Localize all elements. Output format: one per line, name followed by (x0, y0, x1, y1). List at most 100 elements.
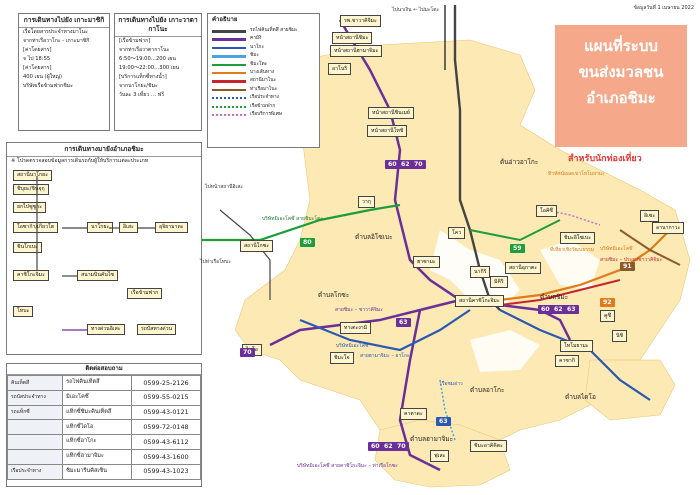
map-stop: หน้าสถานีฮามาจิมะ (330, 45, 383, 57)
map-stop: คาซากิ (555, 355, 579, 367)
legend-item: เรือบริการพิเศษ (212, 111, 315, 119)
map-stop: สถานีอุกาตะ (505, 262, 542, 274)
map-stop: ฮาซามะ (413, 256, 440, 268)
contact-panel: ติดต่อสอบถาม คินเท็ตสึรถไฟคินเท็ตสึ0599-… (6, 363, 202, 487)
legend-panel: คำอธิบาย รถไฟคินเท็ตสึ สายชิมะ คามิงิ นา… (207, 13, 320, 148)
map-stop: หน้าสถานีโทชิ (367, 125, 408, 137)
panel-row: บริษัทเรือข้ามฟากชิมะ (23, 82, 73, 89)
panel-row: จากท่าเรือวาโกะ - เกาะมาชิกิ (23, 37, 90, 44)
route-badge: 63 (436, 417, 451, 426)
map-subtitle: สำหรับนักท่องเที่ยว (568, 154, 642, 164)
map-stop: ชิมะโจ (330, 352, 354, 364)
info-panel-machiki: การเดินทางไปยัง เกาะมาชิกิ เรือโดยสารประ… (18, 13, 110, 131)
area-label: ตำบลโกซะ (318, 291, 350, 299)
panel-row: จากนาโกยะ/ชิมะ (119, 82, 158, 89)
route-badge: 63 (564, 305, 579, 314)
panel-row: จากท่าเรือวาตากาโนะ (119, 46, 170, 53)
route-badge: 60 (368, 442, 383, 451)
access-lines (36, 175, 155, 331)
map-stop: โอคิซึ (536, 205, 557, 217)
route-badge: 92 (600, 298, 615, 307)
route-badge: 70 (394, 442, 409, 451)
map-stop: รพ.ชาวาคิจิมะ (340, 15, 381, 27)
access-stop: ทางด่วนอิเสะ (87, 323, 125, 335)
map-stop: คูซึ (600, 310, 615, 322)
map-stop: โคว (448, 227, 466, 239)
panel-row: 6:50〜19:00…200 เยน (119, 55, 176, 62)
area-label: ตำบลฮามาจิมะ (410, 435, 454, 443)
green-route-2 (469, 219, 561, 242)
access-stop: ยกไปซูซูกะ (13, 201, 47, 213)
panel-row: [เรือข้ามฟาก] (119, 37, 151, 44)
panel-row: [ค่าโดยสาร] (23, 64, 52, 71)
route-badge: 80 (300, 238, 315, 247)
panel-title: การเดินทางมายังอำเภอชิมะ (7, 143, 201, 157)
map-stop: หน้าสถานีชิมะ (332, 32, 373, 44)
table-row: คินเท็ตสึรถไฟคินเท็ตสึ0599-25-2126 (6, 375, 202, 391)
route-badge: 62 (551, 305, 566, 314)
access-stop: ชิบุยะ/ชินจุกุ (13, 183, 49, 195)
tourist-label: เรือชมอ่าว (440, 381, 463, 387)
contact-table: คินเท็ตสึรถไฟคินเท็ตสึ0599-25-2126 รถบัส… (6, 375, 202, 480)
map-stop: ชิมะอิโซเบะ (560, 232, 596, 244)
legend-item: ชิมะโตะ (212, 61, 315, 69)
route-label: สายชิมะ – ประมงชาวาคิจิมะ (600, 257, 663, 263)
route-badge: 62 (398, 160, 413, 169)
bay-2 (540, 240, 600, 290)
route-label: บริษัทมิเอะโคซึ สายชิมะโตะ (262, 216, 323, 222)
west-roads (219, 209, 271, 300)
map-stop: สถานีคาชิโกะจิมะ (455, 295, 504, 307)
panel-row: เรือโดยสารประจำทางมาโนะ (23, 28, 88, 35)
date-note: ข้อมูลวันที่ 1 เมษายน 2022 (633, 5, 694, 11)
title-line-1: แผนที่ระบบ (584, 37, 658, 55)
access-stop: คาชิโกะจิมะ (13, 269, 49, 281)
legend-item: ท่าเรือมาโนะ (212, 86, 315, 94)
title-line-2: ขนส่งมวลชน (578, 63, 664, 81)
panel-row: 19:00〜22:00…300 เยน (119, 64, 180, 71)
route-badge: 70 (411, 160, 426, 169)
panel-row: จ ไป 18:55 (23, 55, 51, 62)
panel-row: 400 เยน (ผู้ใหญ่) (23, 73, 63, 80)
legend-item: สถานีมาโนะ (212, 77, 315, 85)
contact-title: ติดต่อสอบถาม (7, 364, 201, 376)
info-panel-access: การเดินทางมายังอำเภอชิมะ ※ โปรดตรวจสอบข้… (6, 142, 202, 355)
route-badge: 62 (381, 442, 396, 451)
route-label: บริษัทมิเอะโคซึ สายคาชิโกะจิมะ – ท่าเรือ… (297, 463, 398, 469)
map-stop: สถานีโกซะ (240, 240, 274, 252)
direction-note: ไปนาเงิน ← ไปมะโตะ (392, 7, 440, 13)
legend-title: คำอธิบาย (212, 16, 238, 23)
map-stop: อานากาวะ (652, 222, 685, 234)
access-stop: สถานีนาโกยะ (13, 169, 52, 181)
access-stop: อุจิยามาดะ (155, 221, 188, 233)
access-stop: โอซาก้า/เกียวโต (13, 221, 59, 233)
route-badge: 60 (385, 160, 400, 169)
table-row: รถแท็กซี่แท็กซี่ชิมะคินเท็ตสึ0599-43-012… (6, 404, 202, 421)
route-badge: 59 (510, 244, 525, 253)
panel-row: [บริการแท็กซี่ทางน้ำ] (119, 73, 167, 80)
area-label: ตำบลไดโอ (565, 393, 596, 401)
info-panel-watakano: การเดินทางไปยัง เกาะวาตากาโนะ [เรือข้ามฟ… (114, 13, 202, 131)
legend-item: คามิงิ (212, 35, 315, 43)
map-stop: คาตาดะ (400, 408, 427, 420)
map-title-box: แผนที่ระบบ ขนส่งมวลชน อำเภอชิมะ (555, 25, 687, 147)
route-badge: 91 (620, 262, 635, 271)
access-diagram: สถานีนาโกยะ ชิบุยะ/ชินจุกุ ยกไปซูซูกะ โอ… (7, 166, 201, 346)
route-label: บริษัทมิเอะโคซึ (336, 343, 369, 349)
map-stop: ฟุเสะ (430, 450, 450, 462)
legend-item: ชิมะ (212, 52, 315, 60)
map-stop: อิเซะ (640, 210, 660, 222)
legend-item: นาโกะ (212, 44, 315, 52)
panel-title: การเดินทางไปยัง เกาะมาชิกิ (19, 14, 109, 28)
access-stop: โทบะ (13, 305, 34, 317)
map-stop: นิชิ (612, 330, 628, 342)
route-badge: 63 (396, 318, 411, 327)
legend-item: เรือประจำทาง (212, 94, 315, 102)
map-stop: หน้าสถานีชินเมย์ (368, 107, 414, 119)
map-stop: นากิริ (470, 266, 491, 278)
route-label: บริษัทมิเอะโคซึ (600, 246, 633, 252)
red-route (499, 279, 621, 306)
tourist-label: ทิวทัศน์ยอดเขาโทโมยามะ (548, 171, 605, 177)
route-label: ไปท่าเรือโทบะ (200, 259, 232, 265)
tourist-label: ที่เที่ยวเชิงวัฒนธรรม (550, 247, 595, 253)
